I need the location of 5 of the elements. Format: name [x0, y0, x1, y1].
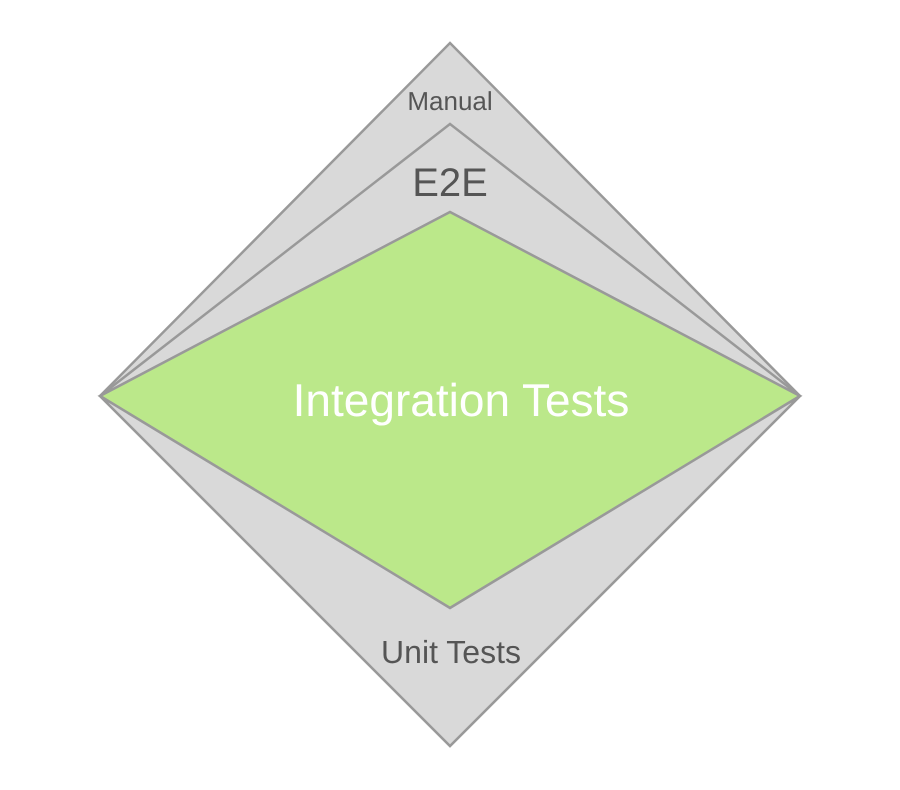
- outer-diamond: [98, 41, 802, 748]
- layer-label: E2E: [412, 163, 488, 203]
- layer-label: Integration Tests: [292, 377, 630, 423]
- layer-label: Manual: [407, 88, 493, 114]
- layer-label: Unit Tests: [381, 636, 521, 668]
